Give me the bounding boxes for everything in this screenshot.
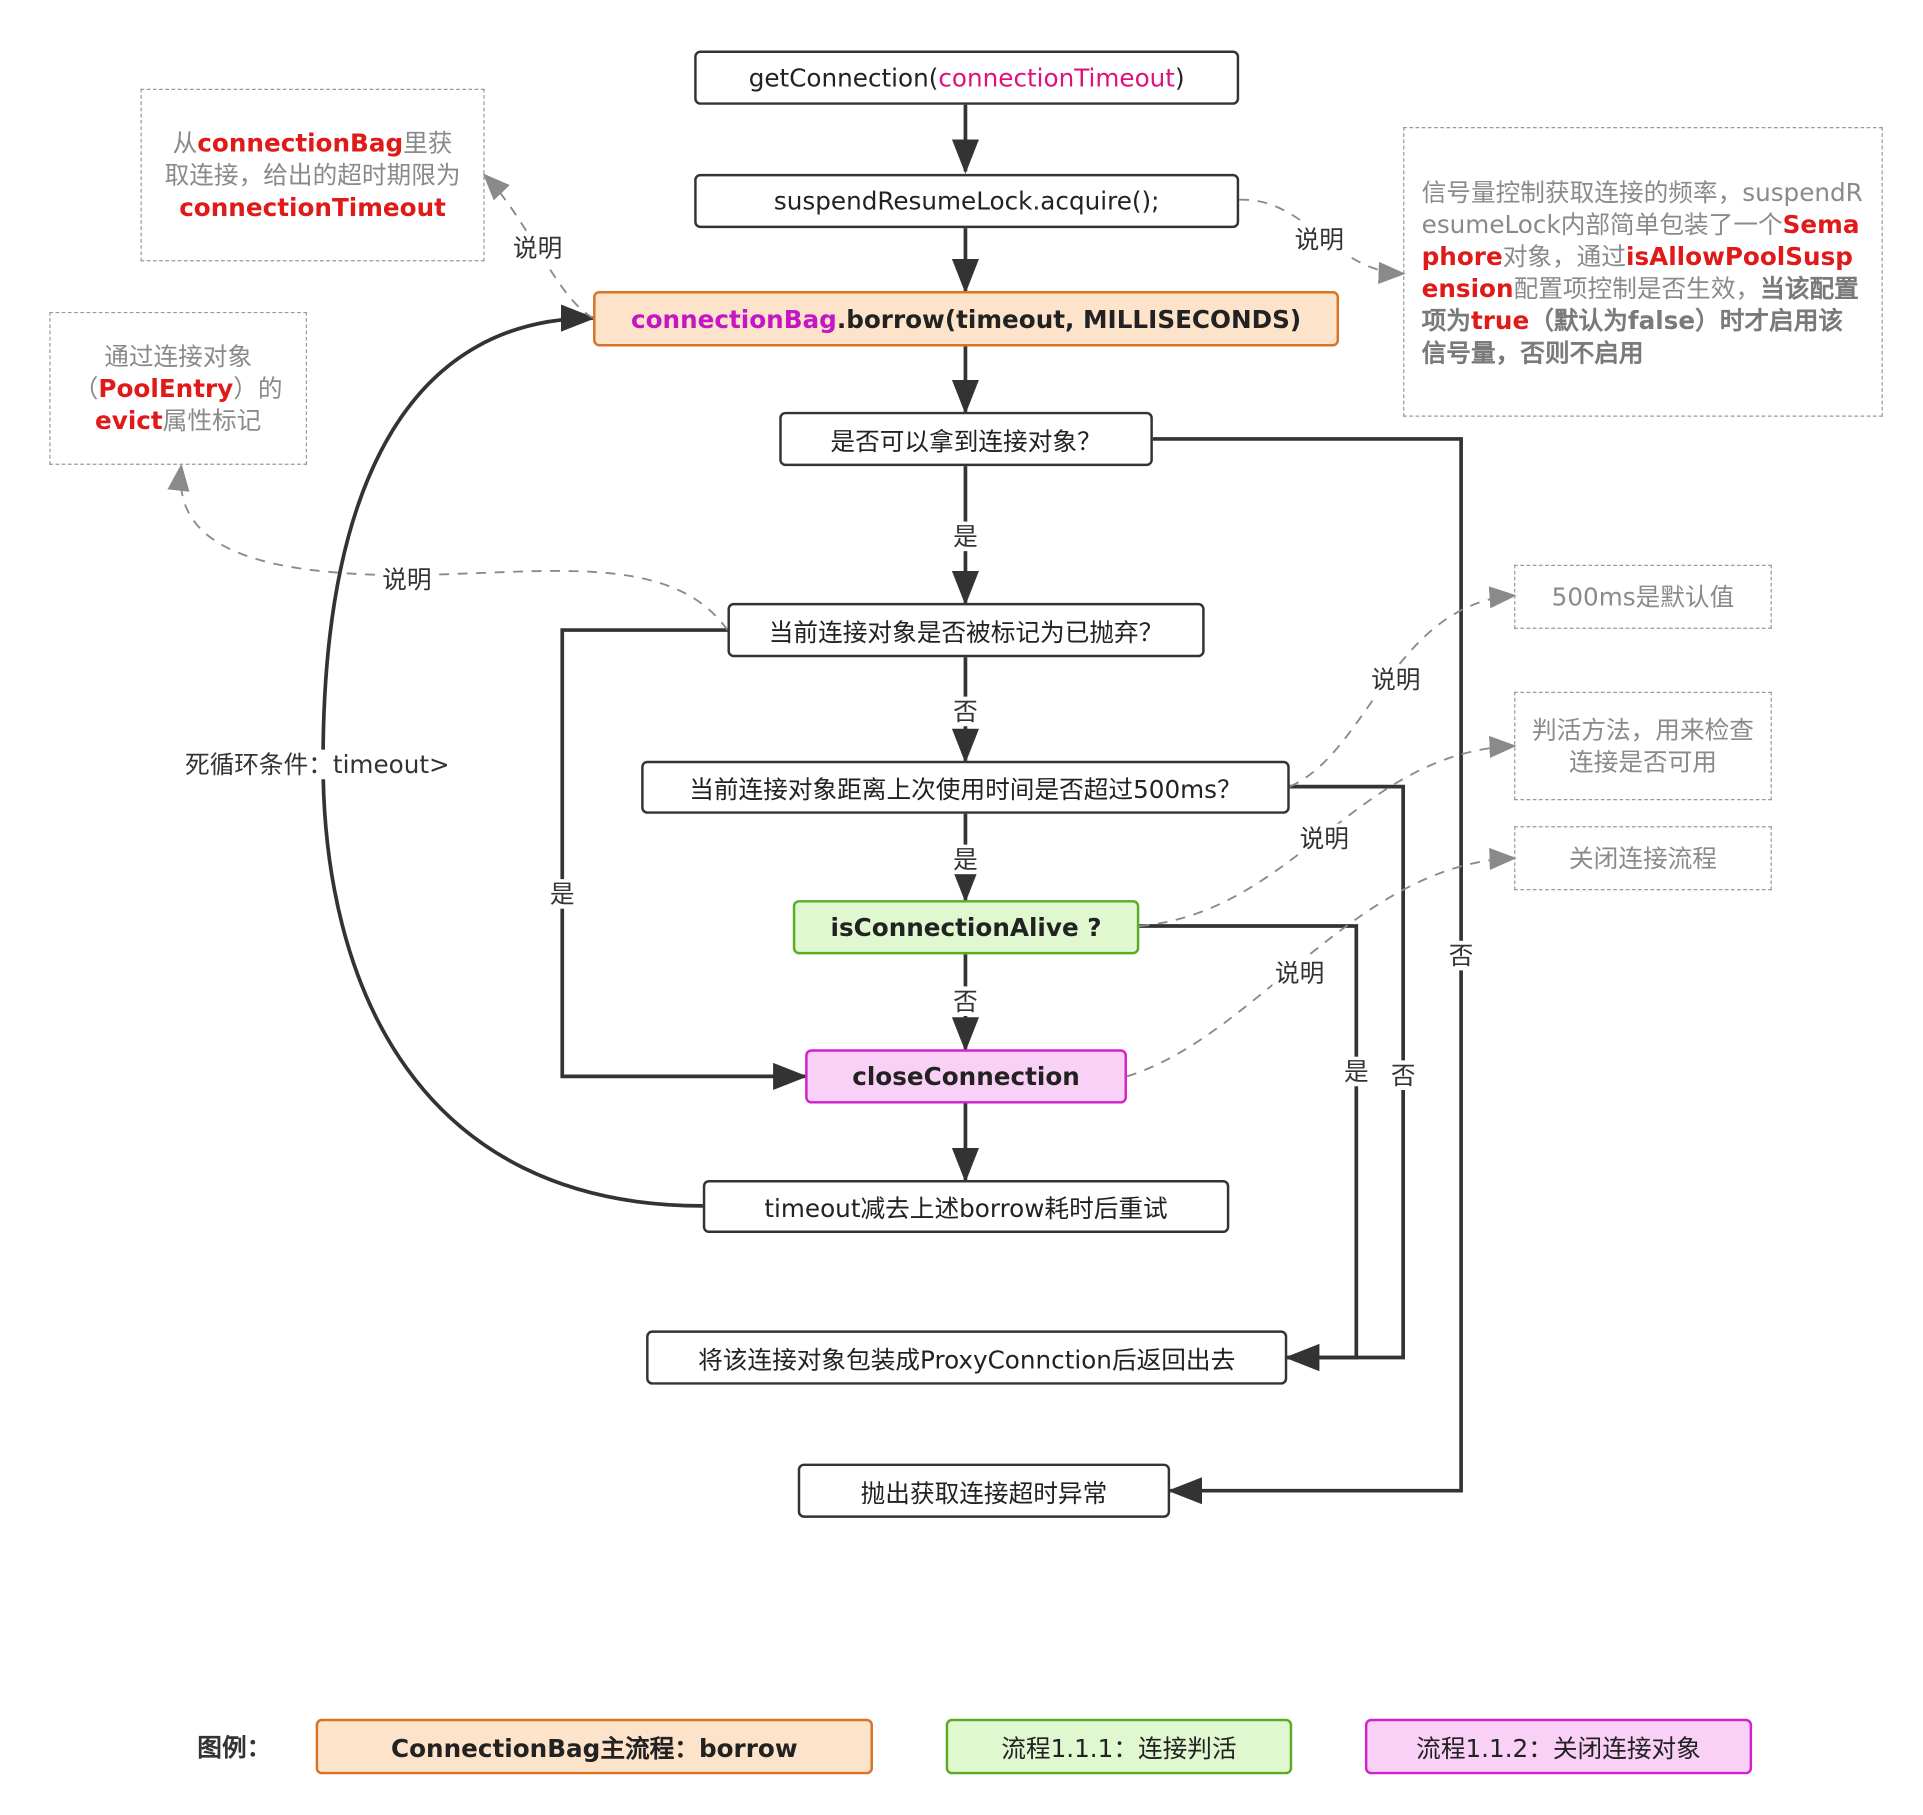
return-proxy-label: 将该连接对象包装成ProxyConnction后返回出去 [698,1344,1236,1375]
abandoned-label: 当前连接对象是否被标记为已抛弃？ [768,617,1164,647]
alive-label: isConnectionAlive ? [830,912,1102,943]
label-explain-alive: 说明 [1297,823,1352,854]
legend-main-flow: ConnectionBag主流程：borrow [315,1718,873,1775]
legend-liveness: 流程1.1.1：连接判活 [945,1718,1293,1775]
note-default-500-text: 500ms是默认值 [1551,581,1735,612]
label-yes-over500: 是 [949,844,982,875]
label-explain-evict: 说明 [379,564,435,595]
label-yes-alive: 是 [1340,1056,1373,1087]
legend-liveness-label: 流程1.1.1：连接判活 [1001,1733,1237,1764]
note-sem-t3: 对象，通过 [1502,241,1626,271]
label-loop-condition: 死循环条件：timeout> [182,749,453,780]
note-bag-t2: connectionBag [197,128,404,158]
throw-timeout-label: 抛出获取连接超时异常 [860,1477,1108,1508]
throw-timeout-node: 抛出获取连接超时异常 [797,1463,1171,1518]
over-500ms-label: 当前连接对象距离上次使用时间是否超过500ms？ [689,774,1242,804]
note-bag-t4: connectionTimeout [179,192,446,222]
note-sem-t1: 信号量控制获取连接的频率，suspendResumeLock内部简单包装了一个 [1421,176,1863,239]
abandoned-decision: 当前连接对象是否被标记为已抛弃？ [727,602,1205,658]
arrow-alive-yes-to-return [1139,924,1359,1372]
legend-close: 流程1.1.2：关闭连接对象 [1364,1718,1753,1775]
label-no-over500: 否 [1387,1060,1420,1090]
note-sem-t8: （默认为false）时才启用该信号量，否则不启用 [1421,305,1844,367]
retry-label: timeout减去上述borrow耗时后重试 [764,1193,1168,1224]
alive-decision: isConnectionAlive ? [792,900,1140,955]
borrow-call: .borrow(timeout, MILLISECONDS) [836,303,1302,334]
note-semaphore: 信号量控制获取连接的频率，suspendResumeLock内部简单包装了一个S… [1403,126,1883,417]
acquire-label: suspendResumeLock.acquire(); [773,186,1160,216]
note-sem-t5: 配置项控制是否生效， [1513,273,1761,303]
label-no-alive: 否 [949,986,982,1016]
note-sem-t4: isAllowPoolSuspension [1421,241,1853,303]
legend-close-label: 流程1.1.2：关闭连接对象 [1416,1733,1701,1764]
acquire-node: suspendResumeLock.acquire(); [694,173,1240,229]
label-explain-semaphore: 说明 [1292,224,1347,254]
note-close-flow: 关闭连接流程 [1514,826,1772,891]
note-evict-t2: PoolEntry [98,373,234,404]
retry-node: timeout减去上述borrow耗时后重试 [702,1179,1230,1233]
can-get-decision: 是否可以拿到连接对象？ [779,411,1153,467]
note-sem-t6: 当该配置项为 [1421,273,1859,335]
label-yes-canget: 是 [949,521,982,552]
note-sem-t7: true [1470,305,1530,335]
close-connection-node: closeConnection [805,1049,1127,1104]
note-evict-t5: 属性标记 [162,405,262,436]
label-no-canget: 否 [1445,940,1478,971]
legend-main-label: ConnectionBag主流程：borrow [390,1733,798,1764]
note-evict-t4: evict [95,405,163,436]
arrow-abandoned-yes-to-close [560,628,808,1090]
label-explain-bag: 说明 [510,233,565,263]
borrow-bag: connectionBag [630,303,837,334]
borrow-node: connectionBag.borrow(timeout, MILLISECON… [593,290,1340,347]
note-evict-t1: 通过连接对象（ [73,341,253,404]
get-connection-node: getConnection(connectionTimeout) [694,50,1240,105]
get-connection-close: ) [1174,62,1185,93]
label-no-abandoned: 否 [949,696,982,727]
note-link-semaphore [1239,198,1406,284]
note-alive-method-text: 判活方法，用来检查连接是否可用 [1532,715,1754,777]
note-link-500 [1289,586,1517,788]
note-link-close [1126,847,1517,1078]
note-sem-t2: Semaphore [1421,208,1860,271]
note-bag-t3: 里获取连接，给出的超时期限为 [164,128,461,190]
note-close-flow-text: 关闭连接流程 [1568,843,1717,873]
note-bag-t1: 从 [172,128,198,158]
note-link-evict [167,463,729,631]
can-get-label: 是否可以拿到连接对象？ [830,426,1102,456]
note-evict-text: 通过连接对象（PoolEntry）的 evict属性标记 [68,340,287,436]
get-connection-param: connectionTimeout [938,62,1175,93]
note-alive-method: 判活方法，用来检查连接是否可用 [1514,691,1772,801]
return-proxy-node: 将该连接对象包装成ProxyConnction后返回出去 [646,1330,1288,1385]
label-explain-500: 说明 [1368,664,1423,695]
note-evict-t3: ）的 [233,373,283,404]
note-semaphore-text: 信号量控制获取连接的频率，suspendResumeLock内部简单包装了一个S… [1422,176,1863,368]
over-500ms-decision: 当前连接对象距离上次使用时间是否超过500ms？ [641,760,1290,814]
note-default-500: 500ms是默认值 [1514,564,1772,629]
legend-title: 图例： [194,1732,274,1762]
get-connection-func: getConnection( [748,62,939,93]
close-connection-label: closeConnection [852,1061,1080,1092]
label-yes-abandoned: 是 [546,879,579,909]
note-evict: 通过连接对象（PoolEntry）的 evict属性标记 [49,311,308,465]
label-explain-close: 说明 [1272,958,1327,988]
